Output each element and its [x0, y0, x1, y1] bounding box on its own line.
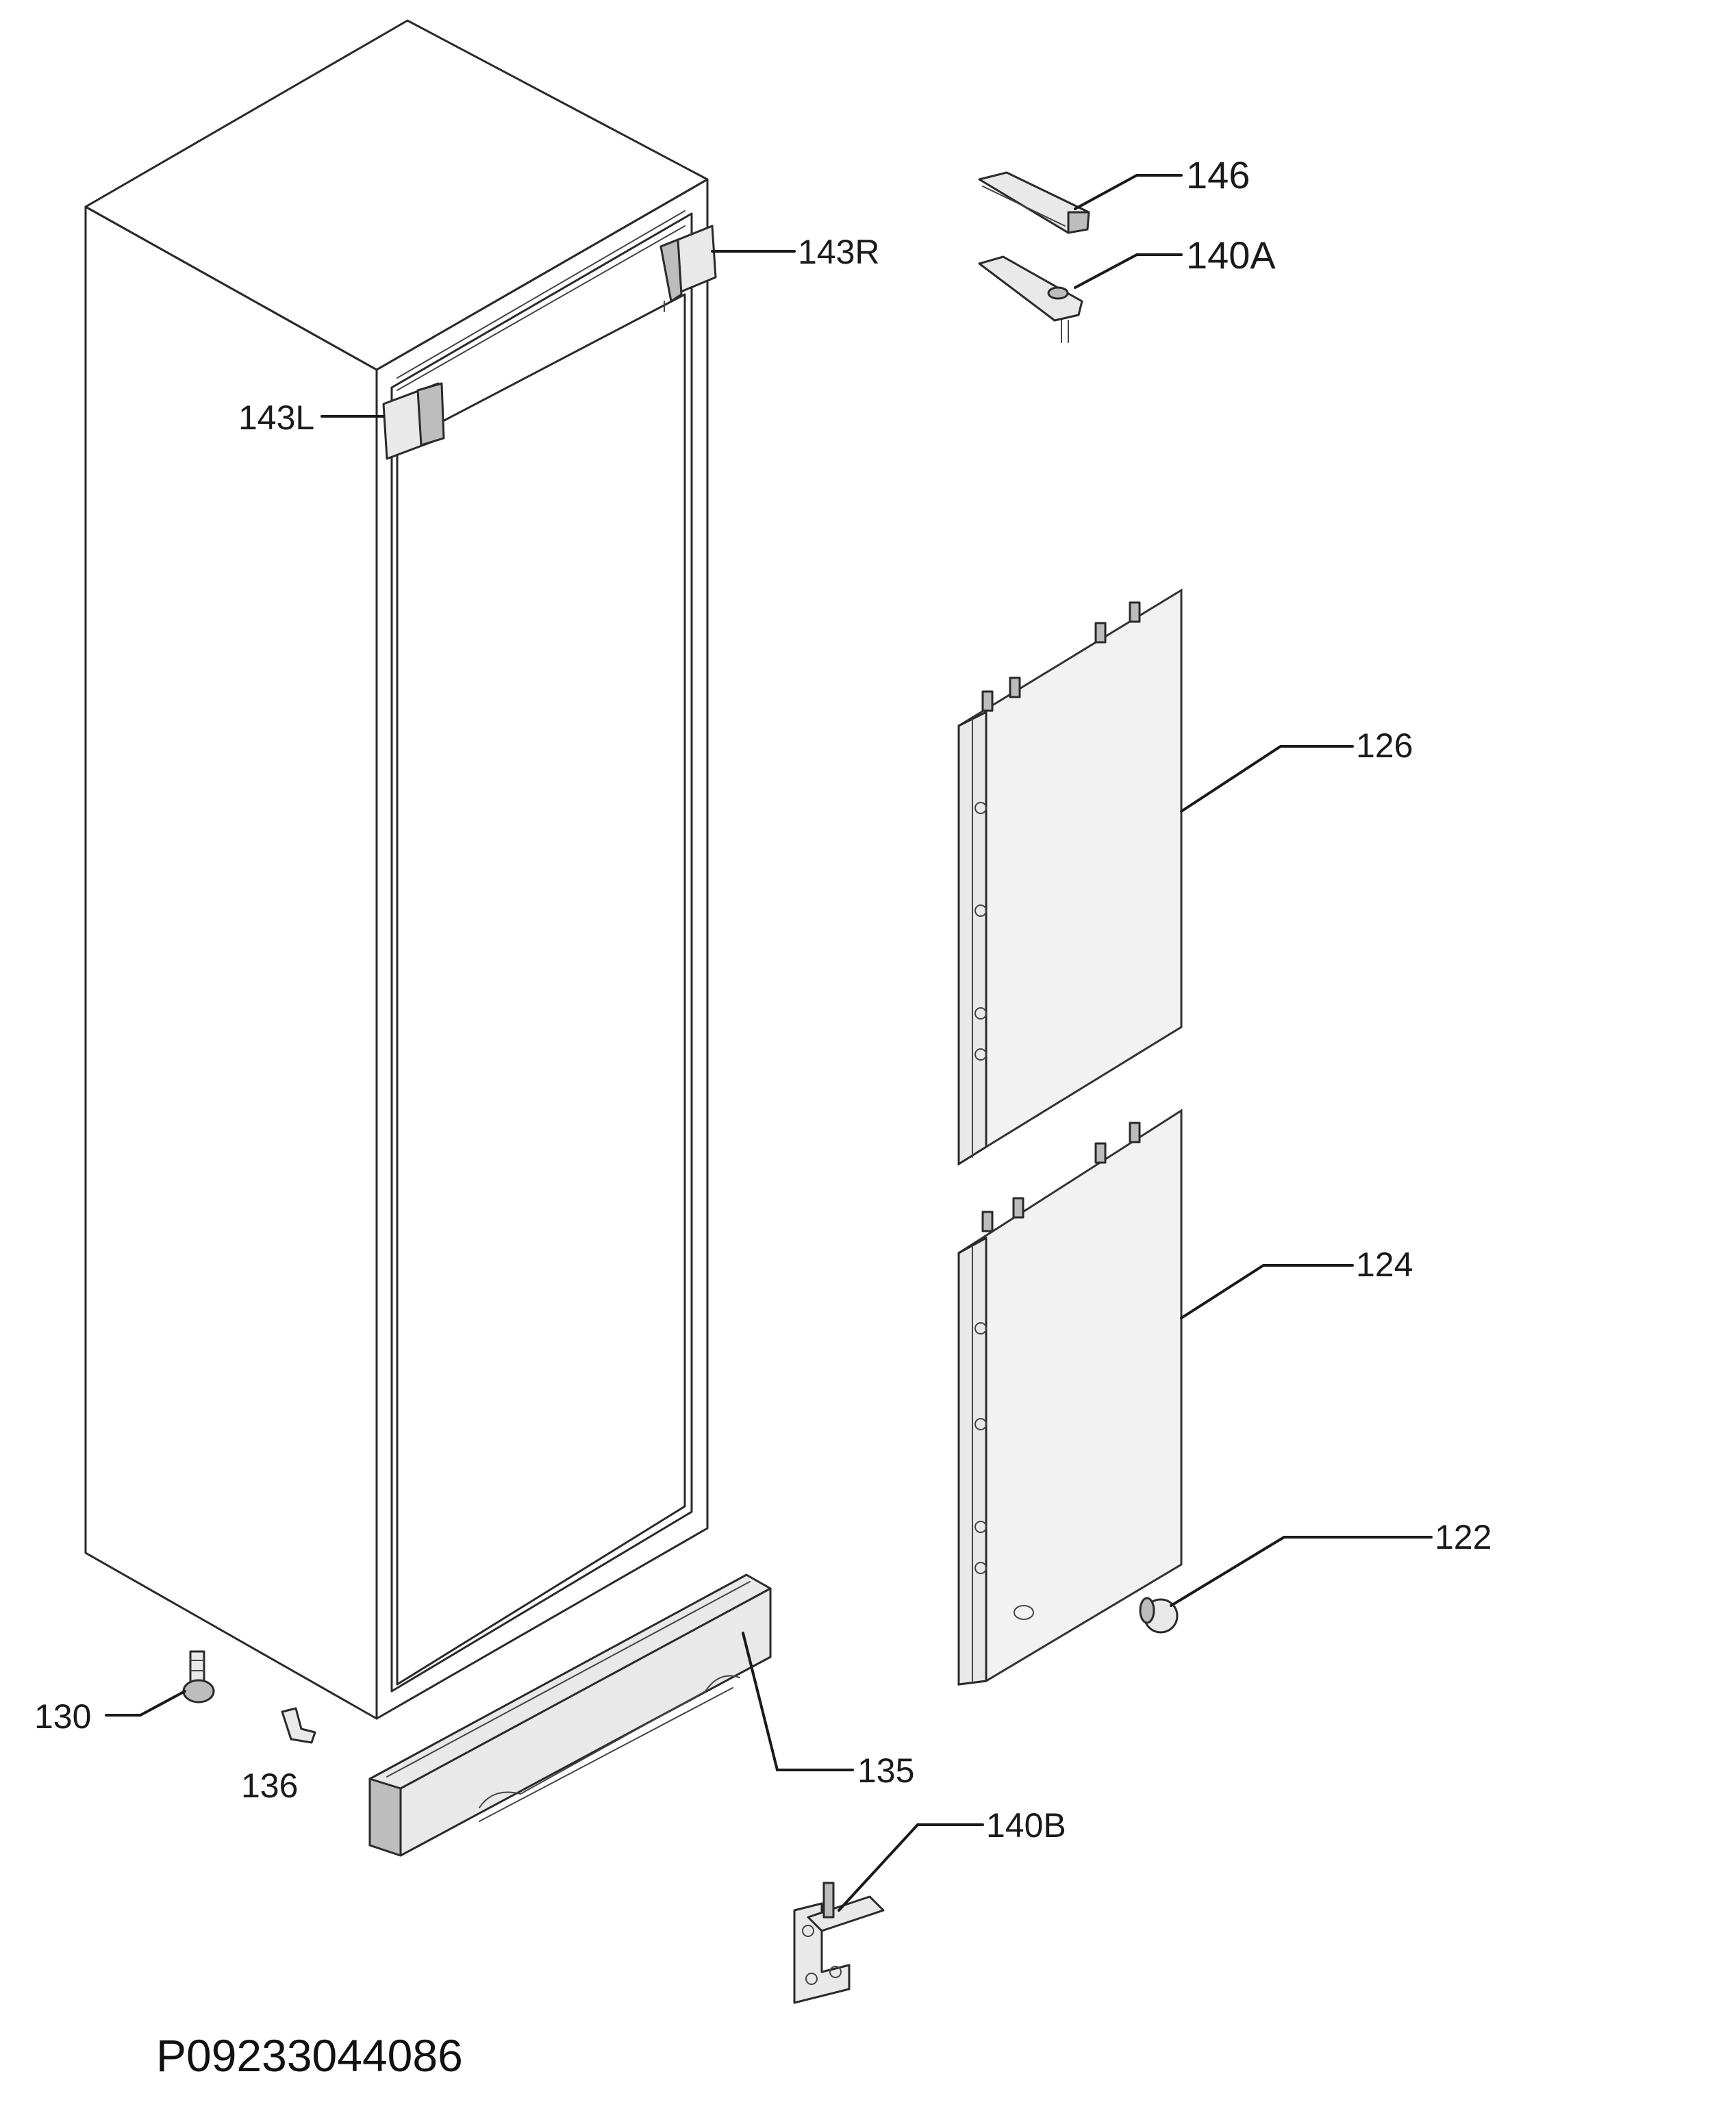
- callout-130: 130: [34, 1697, 91, 1736]
- leader-lines: [105, 174, 1433, 1912]
- callout-143r: 143R: [798, 233, 880, 271]
- callout-136: 136: [241, 1767, 298, 1805]
- handle-base-140a: [978, 255, 1083, 343]
- callout-140b: 140B: [986, 1806, 1066, 1845]
- hinge-cover-143l: [382, 382, 445, 460]
- foot-screw-130: [182, 1650, 215, 1704]
- callout-124: 124: [1356, 1245, 1413, 1284]
- bracket-136: [281, 1707, 316, 1744]
- callout-122: 122: [1435, 1518, 1492, 1556]
- callout-143l: 143L: [238, 398, 314, 437]
- callout-140a: 140A: [1186, 233, 1276, 277]
- hinge-cover-143r: [659, 225, 717, 312]
- callout-135: 135: [857, 1751, 914, 1790]
- plinth-135: [368, 1573, 772, 1857]
- drawing-code: P09233044086: [156, 2030, 463, 2081]
- handle-cap-146: [978, 171, 1090, 234]
- hinge-140b: [793, 1882, 885, 2004]
- door-panel-126: [957, 588, 1183, 1166]
- callout-126: 126: [1356, 726, 1413, 765]
- cabinet-body: [84, 19, 709, 1720]
- callout-146: 146: [1186, 153, 1250, 197]
- door-panel-124: [957, 1109, 1183, 1686]
- plug-122: [1139, 1597, 1179, 1634]
